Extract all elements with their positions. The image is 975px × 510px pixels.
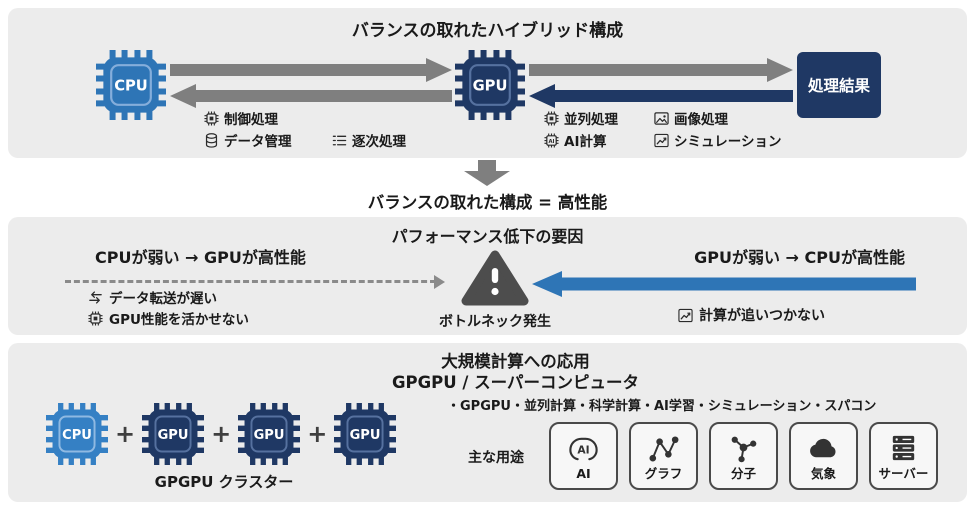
usage-label: 主な用途 bbox=[468, 450, 524, 466]
cpu-chip-icon: CPU bbox=[96, 50, 166, 120]
gpgpu-cluster: CPU + GPU + GPU + GPU bbox=[46, 403, 397, 465]
chart-icon bbox=[654, 133, 669, 147]
usage-card-ai: AI AI bbox=[549, 422, 618, 490]
hpc-bullet-line: ・GPGPU・並列計算・科学計算・AI学習・シミュレーション・スパコン bbox=[447, 399, 877, 414]
bottleneck-panel-title: パフォーマンス低下の要因 bbox=[391, 227, 584, 246]
gpu-task-item: 並列処理 bbox=[544, 108, 618, 128]
task-label: AI計算 bbox=[564, 134, 607, 150]
usage-card-weather: 気象 bbox=[789, 422, 858, 490]
chart-icon bbox=[678, 308, 693, 322]
usage-card-server: サーバー bbox=[869, 422, 938, 490]
image-icon bbox=[654, 111, 669, 125]
plus-sign: + bbox=[307, 420, 328, 448]
cpu-chip-label: CPU bbox=[114, 78, 148, 95]
list-icon bbox=[332, 135, 347, 145]
hybrid-panel: バランスの取れたハイブリッド構成 CPU GPU bbox=[8, 8, 967, 158]
note-label: GPU性能を活かせない bbox=[109, 312, 249, 328]
usage-card-label: 気象 bbox=[810, 465, 836, 481]
gpu-task-item: 画像処理 bbox=[654, 108, 728, 128]
swap-icon bbox=[89, 290, 102, 304]
task-label: 並列処理 bbox=[564, 112, 618, 128]
arrowhead bbox=[434, 275, 445, 289]
result-to-gpu-arrow bbox=[529, 84, 793, 108]
cluster-chip-label: GPU bbox=[158, 428, 189, 443]
usage-card-graph: グラフ bbox=[629, 422, 698, 490]
bottleneck-panel: パフォーマンス低下の要因 CPUが弱い → GPUが高性能 GPUが弱い → C… bbox=[8, 217, 967, 335]
graph-icon bbox=[649, 436, 679, 462]
hybrid-panel-title: バランスの取れたハイブリッド構成 bbox=[351, 21, 624, 41]
gpu-chip-icon: GPU bbox=[334, 403, 397, 465]
cluster-chip-label: CPU bbox=[62, 428, 92, 443]
molecule-icon bbox=[731, 436, 757, 463]
hpc-panel: 大規模計算への応用 GPGPU / スーパーコンピュータ ・GPGPU・並列計算… bbox=[8, 343, 967, 502]
left-note-item: データ転送が遅い bbox=[88, 287, 217, 307]
task-label: 逐次処理 bbox=[352, 134, 406, 150]
gpu-chip-icon: GPU bbox=[455, 50, 525, 120]
weak-cpu-heading: CPUが弱い → GPUが高性能 bbox=[95, 248, 306, 267]
weak-gpu-heading: GPUが弱い → CPUが高性能 bbox=[694, 248, 905, 267]
gpu-chip-icon: GPU bbox=[238, 403, 301, 465]
gpu-to-cpu-arrow bbox=[170, 84, 452, 108]
gpu-chip-icon: GPU bbox=[142, 403, 205, 465]
hpc-title-line2: GPGPU / スーパーコンピュータ bbox=[391, 373, 640, 392]
database-icon bbox=[205, 132, 218, 148]
cluster-chip-label: GPU bbox=[350, 428, 381, 443]
bottleneck-label: ボトルネック発生 bbox=[439, 314, 551, 330]
task-label: シミュレーション bbox=[674, 134, 782, 150]
left-note-item: GPU性能を活かせない bbox=[88, 308, 249, 328]
cloud-icon bbox=[810, 438, 836, 458]
usage-card-label: サーバー bbox=[878, 465, 929, 481]
usage-cards: AI AI グラフ 分子 bbox=[549, 422, 938, 490]
gpu-chip-label: GPU bbox=[473, 78, 508, 95]
cpu-chip-icon: CPU bbox=[46, 403, 108, 465]
server-icon bbox=[892, 435, 915, 460]
task-label: データ管理 bbox=[224, 134, 292, 150]
chip-icon bbox=[544, 110, 559, 126]
result-box-label: 処理結果 bbox=[807, 77, 870, 95]
gpu-task-item: AI AI計算 bbox=[544, 130, 606, 150]
usage-card-label: 分子 bbox=[730, 465, 756, 481]
gpu-weak-arrow bbox=[532, 271, 916, 297]
cpu-to-gpu-arrow bbox=[170, 58, 452, 82]
right-note-item: 計算が追いつかない bbox=[678, 305, 825, 325]
chip-icon bbox=[204, 110, 219, 126]
task-label: 制御処理 bbox=[224, 112, 278, 128]
cpu-task-item: データ管理 bbox=[204, 130, 292, 150]
usage-card-label: AI bbox=[576, 465, 591, 481]
cpu-task-item: 逐次処理 bbox=[332, 130, 406, 150]
warning-icon bbox=[460, 247, 530, 309]
gpu-task-item: シミュレーション bbox=[654, 130, 781, 150]
note-label: データ転送が遅い bbox=[109, 291, 217, 307]
ai-brain-icon-text: AI bbox=[577, 443, 589, 456]
result-box: 処理結果 bbox=[797, 52, 881, 118]
plus-sign: + bbox=[115, 420, 136, 448]
slow-transfer-arrow bbox=[65, 275, 445, 289]
ai-brain-icon: AI bbox=[569, 437, 598, 461]
task-label: 画像処理 bbox=[674, 112, 728, 128]
ai-chip-icon-text: AI bbox=[548, 138, 554, 144]
usage-card-molecule: 分子 bbox=[709, 422, 778, 490]
chip-icon bbox=[88, 310, 103, 326]
cluster-label: GPGPU クラスター bbox=[154, 473, 294, 491]
cpu-task-item: 制御処理 bbox=[204, 108, 278, 128]
ai-chip-icon: AI bbox=[544, 132, 559, 148]
cluster-chip-label: GPU bbox=[254, 428, 285, 443]
hpc-title-line1: 大規模計算への応用 bbox=[441, 352, 590, 371]
usage-card-label: グラフ bbox=[644, 465, 683, 481]
plus-sign: + bbox=[211, 420, 232, 448]
dashed-line bbox=[65, 280, 436, 283]
note-label: 計算が追いつかない bbox=[699, 308, 825, 324]
gpu-to-result-arrow bbox=[529, 58, 793, 82]
connector-caption: バランスの取れた構成 = 高性能 bbox=[367, 193, 608, 212]
down-arrow-icon bbox=[464, 160, 510, 186]
